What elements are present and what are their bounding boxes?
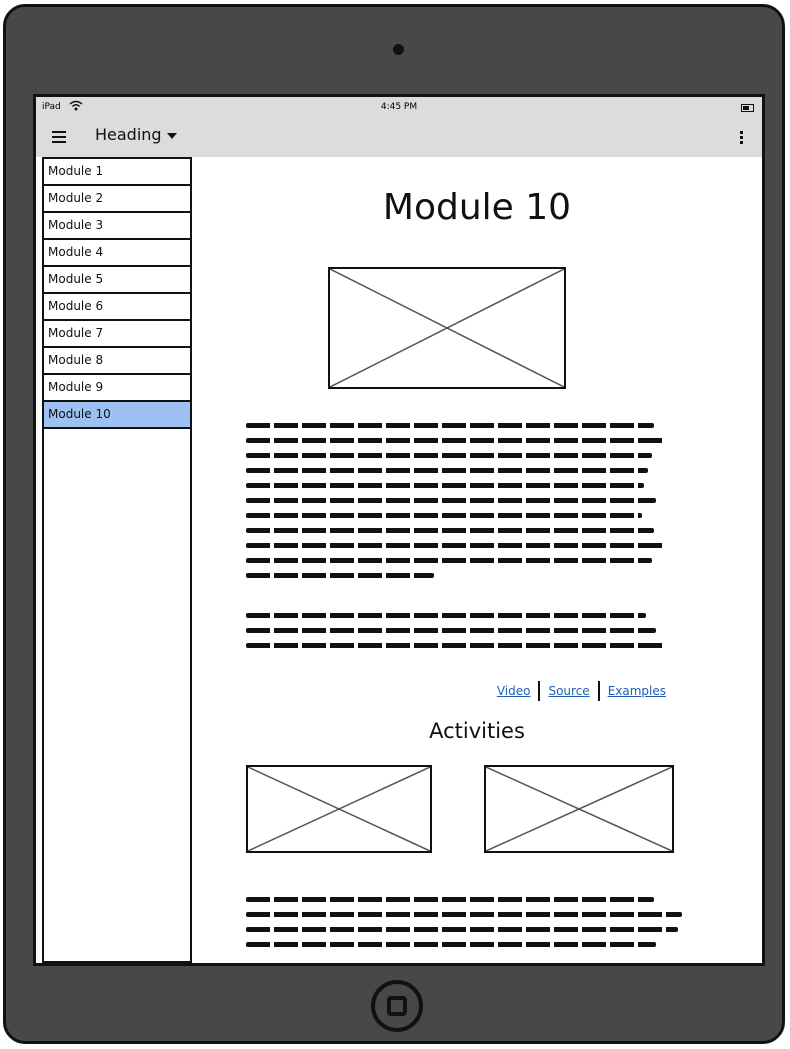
home-button[interactable] (371, 980, 423, 1032)
link-separator (597, 681, 600, 701)
link-separator (538, 681, 541, 701)
chevron-down-icon[interactable] (167, 133, 177, 139)
activities-heading: Activities (429, 719, 525, 743)
home-button-icon (387, 996, 407, 1016)
screen: iPad 4:45 PM Heading Module 1 Module 2 M… (33, 94, 765, 966)
sidebar-item-module-6[interactable]: Module 6 (42, 294, 192, 321)
sidebar-item-module-9[interactable]: Module 9 (42, 375, 192, 402)
battery-icon (741, 104, 754, 112)
nav-bar: Heading (36, 117, 762, 157)
sidebar-item-module-5[interactable]: Module 5 (42, 267, 192, 294)
paragraph-1 (246, 423, 666, 588)
page-title: Module 10 (382, 187, 572, 228)
image-placeholder-icon (330, 269, 564, 387)
paragraph-2 (246, 613, 666, 658)
camera-icon (393, 44, 404, 55)
sidebar-item-module-1[interactable]: Module 1 (42, 157, 192, 186)
hero-image-placeholder (328, 267, 566, 389)
source-link[interactable]: Source (548, 683, 590, 698)
status-bar: iPad 4:45 PM (36, 97, 762, 117)
sidebar-item-module-4[interactable]: Module 4 (42, 240, 192, 267)
image-placeholder-icon (248, 767, 430, 851)
image-placeholder-icon (486, 767, 672, 851)
kebab-icon[interactable] (740, 131, 743, 146)
sidebar-item-module-3[interactable]: Module 3 (42, 213, 192, 240)
sidebar: Module 1 Module 2 Module 3 Module 4 Modu… (42, 157, 192, 963)
paragraph-3 (246, 897, 686, 957)
ipad-device-frame: iPad 4:45 PM Heading Module 1 Module 2 M… (3, 4, 785, 1044)
main-content: Module 10 (192, 157, 762, 963)
resource-links: Video Source Examples (489, 681, 674, 701)
sidebar-item-module-2[interactable]: Module 2 (42, 186, 192, 213)
nav-heading[interactable]: Heading (95, 125, 162, 144)
examples-link[interactable]: Examples (607, 683, 666, 698)
video-link[interactable]: Video (496, 683, 531, 698)
sidebar-item-module-10[interactable]: Module 10 (42, 402, 192, 429)
sidebar-item-module-8[interactable]: Module 8 (42, 348, 192, 375)
wifi-icon (69, 100, 83, 111)
sidebar-item-module-7[interactable]: Module 7 (42, 321, 192, 348)
status-time: 4:45 PM (380, 102, 418, 112)
activity-image-placeholder-1 (246, 765, 432, 853)
hamburger-icon[interactable] (52, 131, 66, 143)
status-carrier: iPad (42, 102, 61, 112)
activity-image-placeholder-2 (484, 765, 674, 853)
